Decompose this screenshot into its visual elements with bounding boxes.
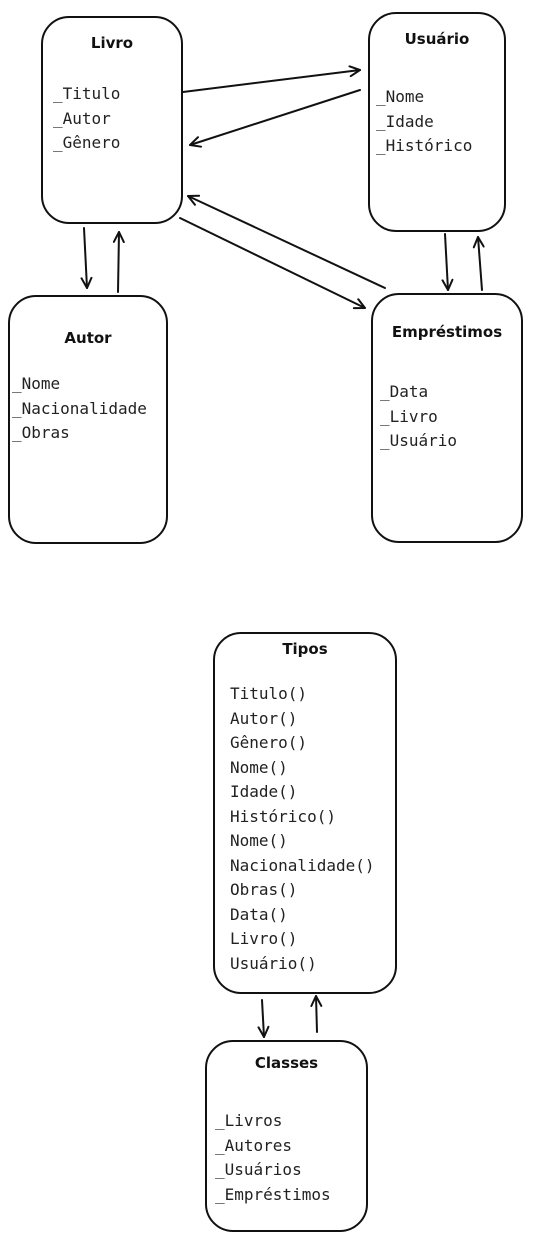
arrow-livro-to-usuario bbox=[182, 65, 361, 93]
attribute-item: _Obras bbox=[12, 423, 70, 442]
class-box-tipos: Tipos Titulo() Autor() Gênero() Nome() I… bbox=[213, 632, 397, 994]
method-item: Gênero() bbox=[230, 733, 308, 752]
arrow-usuario-to-livro bbox=[189, 89, 361, 148]
class-title-tipos: Tipos bbox=[282, 640, 328, 658]
attribute-item: _Livro bbox=[380, 406, 438, 426]
arrow-livro-to-autor bbox=[80, 227, 93, 289]
class-box-livro: Livro _Titulo _Autor _Gênero bbox=[41, 16, 183, 224]
attribute-item: _Titulo bbox=[53, 84, 121, 103]
attribute-item: _Empréstimos bbox=[215, 1184, 331, 1204]
attribute-item: _Idade bbox=[376, 111, 434, 131]
method-item: Obras() bbox=[230, 880, 298, 899]
method-item: Nome() bbox=[230, 757, 288, 777]
method-item: Nome() bbox=[230, 831, 288, 850]
attribute-item: _Gênero bbox=[53, 133, 121, 152]
method-item: Nacionalidade() bbox=[230, 855, 375, 875]
attribute-item: _Autor bbox=[53, 108, 111, 128]
attribute-item: _Usuários bbox=[215, 1160, 302, 1179]
class-box-classes: Classes _Livros _Autores _Usuários _Empr… bbox=[205, 1040, 368, 1232]
method-item: Data() bbox=[230, 904, 288, 924]
method-item: Titulo() bbox=[230, 684, 308, 703]
attribute-item: _Histórico bbox=[376, 136, 473, 155]
arrow-tipos-to-classes bbox=[257, 999, 270, 1038]
attribute-item: _Data bbox=[380, 382, 429, 401]
class-box-autor: Autor _Nome _Nacionalidade _Obras bbox=[8, 295, 168, 544]
method-item: Usuário() bbox=[230, 953, 317, 973]
attribute-list-emprestimos: _Data _Livro _Usuário bbox=[380, 380, 457, 454]
arrow-emprestimos-to-usuario bbox=[472, 236, 485, 291]
class-title-emprestimos: Empréstimos bbox=[391, 323, 503, 341]
attribute-item: _Usuário bbox=[380, 431, 458, 450]
attribute-list-classes: _Livros _Autores _Usuários _Empréstimos bbox=[215, 1109, 331, 1207]
attribute-list-autor: _Nome _Nacionalidade _Obras bbox=[12, 372, 147, 446]
attribute-item: _Nome bbox=[12, 374, 61, 393]
attribute-item: _Nome bbox=[376, 87, 425, 106]
attribute-item: _Autores bbox=[215, 1135, 293, 1155]
method-item: Livro() bbox=[230, 929, 298, 948]
method-item: Idade() bbox=[230, 782, 298, 801]
method-item: Autor() bbox=[230, 708, 298, 728]
attribute-list-livro: _Titulo _Autor _Gênero bbox=[53, 82, 120, 156]
attribute-list-tipos: Titulo() Autor() Gênero() Nome() Idade()… bbox=[230, 682, 375, 976]
class-title-autor: Autor bbox=[64, 329, 112, 347]
arrow-livro-to-emprestimos bbox=[179, 217, 366, 310]
class-box-emprestimos: Empréstimos _Data _Livro _Usuário bbox=[371, 293, 523, 543]
attribute-item: _Nacionalidade bbox=[12, 398, 147, 418]
arrow-autor-to-livro bbox=[112, 231, 125, 293]
arrow-emprestimos-to-livro bbox=[187, 194, 386, 289]
attribute-item: _Livros bbox=[215, 1111, 283, 1130]
arrow-usuario-to-emprestimos bbox=[441, 233, 454, 291]
attribute-list-usuario: _Nome _Idade _Histórico bbox=[376, 85, 472, 159]
method-item: Histórico() bbox=[230, 806, 336, 826]
class-box-usuario: Usuário _Nome _Idade _Histórico bbox=[368, 12, 506, 232]
class-title-livro: Livro bbox=[90, 34, 134, 52]
class-title-classes: Classes bbox=[254, 1054, 319, 1072]
arrow-classes-to-tipos bbox=[310, 995, 323, 1033]
class-title-usuario: Usuário bbox=[404, 30, 470, 48]
